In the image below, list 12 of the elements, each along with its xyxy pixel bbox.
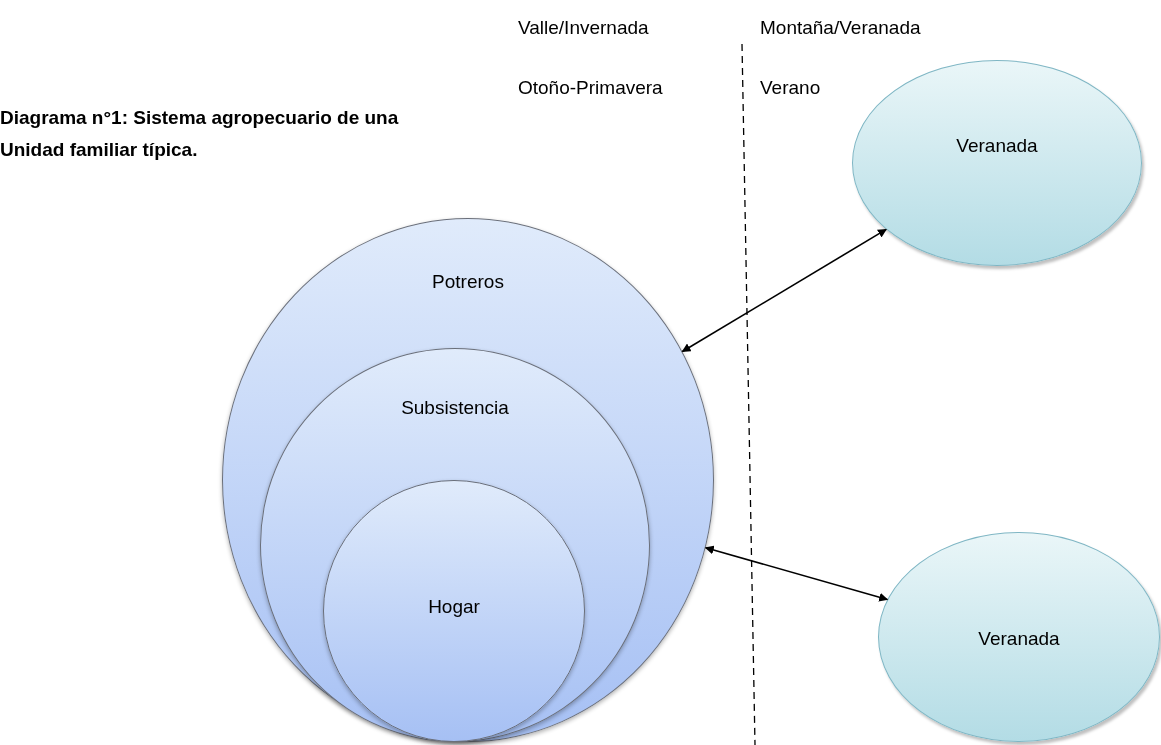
column-label: Otoño-Primavera (518, 77, 663, 99)
node-label: Veranada (955, 135, 1039, 157)
title: Diagrama n°1: Sistema agropecuario de una Unidad familiar típica. (0, 106, 400, 162)
node-label: Subsistencia (400, 397, 510, 419)
node-label: Potreros (431, 271, 505, 293)
column-label: Verano (760, 77, 821, 99)
column-label: Montaña/Veranada (760, 17, 921, 39)
column-label: Valle/Invernada (518, 17, 649, 39)
node-label: Hogar (427, 596, 481, 618)
arrow (704, 545, 889, 602)
node-label: Veranada (977, 628, 1061, 650)
arrow (681, 228, 887, 353)
